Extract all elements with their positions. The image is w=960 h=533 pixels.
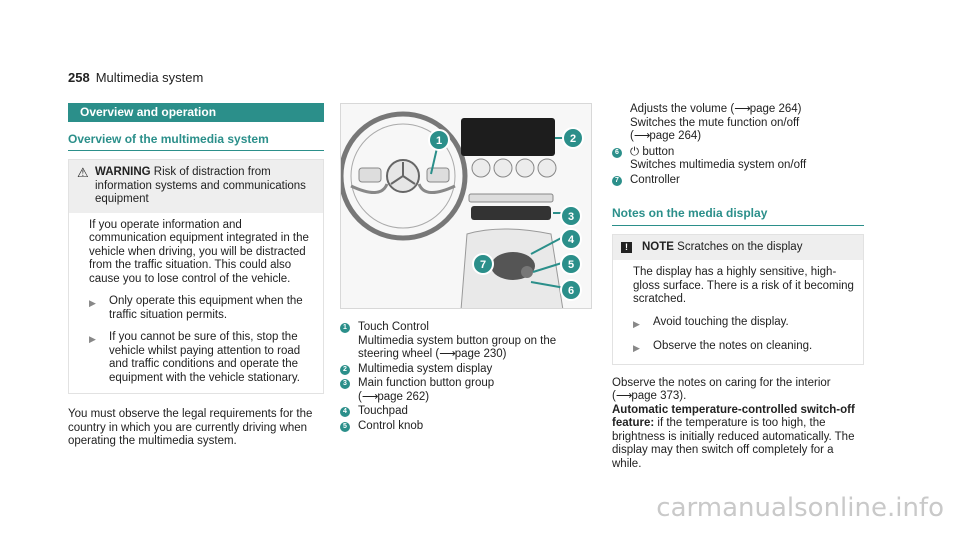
callout-4: 4 [560,228,582,250]
section-title: Multimedia system [95,70,204,85]
care-paragraph: Observe the notes on caring for the inte… [612,377,864,404]
bullet-text: Only operate this equipment when the tra… [109,295,303,321]
page-ref[interactable]: page 264) [649,130,702,142]
callout-7: 7 [472,253,494,275]
watermark: carmanualsonline.info [656,493,944,523]
para-text: if the temperature is too high, the brig… [612,417,855,470]
svg-text:6: 6 [568,285,574,297]
svg-text:7: 7 [480,259,486,271]
warning-text: If you operate information and communica… [89,218,309,285]
number-badge: 5 [340,421,350,432]
callout-3: 3 [560,205,582,227]
dashboard-illustration: 1 2 3 4 5 6 7 [341,104,591,308]
cont-text: Switches the mute function on/off [630,116,800,129]
page-ref[interactable]: page 264) [749,103,802,115]
svg-text:3: 3 [568,211,574,223]
legend-item: 3 Main function button group (⟶page 262) [340,377,592,404]
page-ref[interactable]: page 262) [377,390,430,403]
note-box: ! NOTE Scratches on the display The disp… [612,233,864,365]
page-arrow-icon: ⟶ [615,390,632,402]
column-2: 1 2 3 4 5 6 7 1 Touch Control Multimedia… [340,103,592,434]
warning-box: ⚠ WARNING Risk of distraction from infor… [68,159,324,394]
svg-text:2: 2 [570,133,576,145]
item-title: Main function button group [358,377,495,389]
legend-item: 6 ⏻ button Switches multimedia system on… [612,146,864,173]
legend-item: 2 Multimedia system display [340,363,592,377]
legal-paragraph: You must observe the legal requirements … [68,408,313,447]
section-banner: Overview and operation [68,103,324,122]
note-bullet: ▶ Observe the notes on cleaning. [633,340,855,356]
number-badge: 7 [612,175,622,186]
legend-item: 5 Control knob [340,420,592,434]
item-title: Control knob [358,419,424,432]
svg-text:5: 5 [568,259,574,271]
page-arrow-icon: ⟶ [361,390,378,403]
callout-5: 5 [560,253,582,275]
warning-title: Risk of distraction from information sys… [95,166,306,205]
bullet-arrow-icon: ▶ [89,298,96,308]
cont-text: Adjusts the volume ( [630,103,735,115]
page-ref[interactable]: page 230) [454,348,507,360]
bullet-arrow-icon: ▶ [633,318,640,329]
warning-header: ⚠ WARNING Risk of distraction from infor… [69,160,323,213]
subheading-overview: Overview of the multimedia system [68,132,324,151]
item-title: Multimedia system display [358,362,493,375]
callout-1: 1 [428,129,450,151]
bold-lead: Automatic temperature-controlled switch-… [612,403,855,430]
para-text: ( [612,390,616,402]
warning-bullet: ▶ If you cannot be sure of this, stop th… [89,331,315,385]
note-body: The display has a highly sensitive, high… [613,260,863,364]
item-desc: Switches multimedia system on/off [630,159,807,171]
legend-item: 1 Touch Control Multimedia system button… [340,321,592,362]
bullet-arrow-icon: ▶ [89,334,96,344]
warning-bullet: ▶ Only operate this equipment when the t… [89,295,315,322]
item-desc: ( [358,390,362,403]
note-label: NOTE [642,240,674,253]
page-header: 258 Multimedia system [68,70,203,85]
page-arrow-icon: ⟶ [734,103,750,115]
callout-2: 2 [562,127,584,149]
dashboard-figure: 1 2 3 4 5 6 7 [340,103,592,309]
page-arrow-icon: ⟶ [439,348,455,360]
legend-item: 4 Touchpad [340,405,592,419]
subheading-media-display: Notes on the media display [612,206,864,226]
page-ref[interactable]: page 373). [631,390,687,402]
item-title: Touchpad [358,405,408,417]
number-badge: 6 [612,147,622,158]
temperature-paragraph: Automatic temperature-controlled switch-… [612,404,864,472]
legend-list: 1 Touch Control Multimedia system button… [340,321,592,433]
bullet-text: Avoid touching the display. [653,315,789,328]
warning-body: If you operate information and communica… [69,213,323,394]
callout-6: 6 [560,279,582,301]
warning-label: WARNING [95,166,151,178]
note-title: Scratches on the display [677,240,803,253]
svg-text:1: 1 [436,135,442,147]
item-title: Controller [630,173,680,186]
page-arrow-icon: ⟶ [633,130,650,142]
svg-text:4: 4 [568,234,575,246]
column-3: Adjusts the volume (⟶page 264) Switches … [612,103,864,471]
note-text: The display has a highly sensitive, high… [633,266,854,305]
bullet-text: Observe the notes on cleaning. [653,340,813,352]
warning-triangle-icon: ⚠ [77,165,89,180]
number-badge: 3 [340,379,350,389]
number-badge: 1 [340,323,350,333]
power-icon: ⏻ [630,145,640,158]
number-badge: 4 [340,407,350,417]
item-title: button [642,145,675,158]
item-title: Touch Control [358,321,429,333]
note-header: ! NOTE Scratches on the display [613,234,863,260]
bullet-text: If you cannot be sure of this, stop the … [109,331,301,384]
item5-continuation: Adjusts the volume (⟶page 264) Switches … [612,103,864,144]
legend-item: 7 Controller [612,174,864,188]
note-exclamation-icon: ! [621,241,632,253]
bullet-arrow-icon: ▶ [633,343,640,353]
note-bullet: ▶ Avoid touching the display. [633,316,855,332]
item-desc: Multimedia system button group on the st… [358,334,557,361]
para-text: Observe the notes on caring for the inte… [612,376,831,389]
number-badge: 2 [340,364,350,375]
column-1: Overview and operation Overview of the m… [68,103,324,449]
page-number: 258 [68,70,90,85]
cont-text: ( [630,130,634,142]
